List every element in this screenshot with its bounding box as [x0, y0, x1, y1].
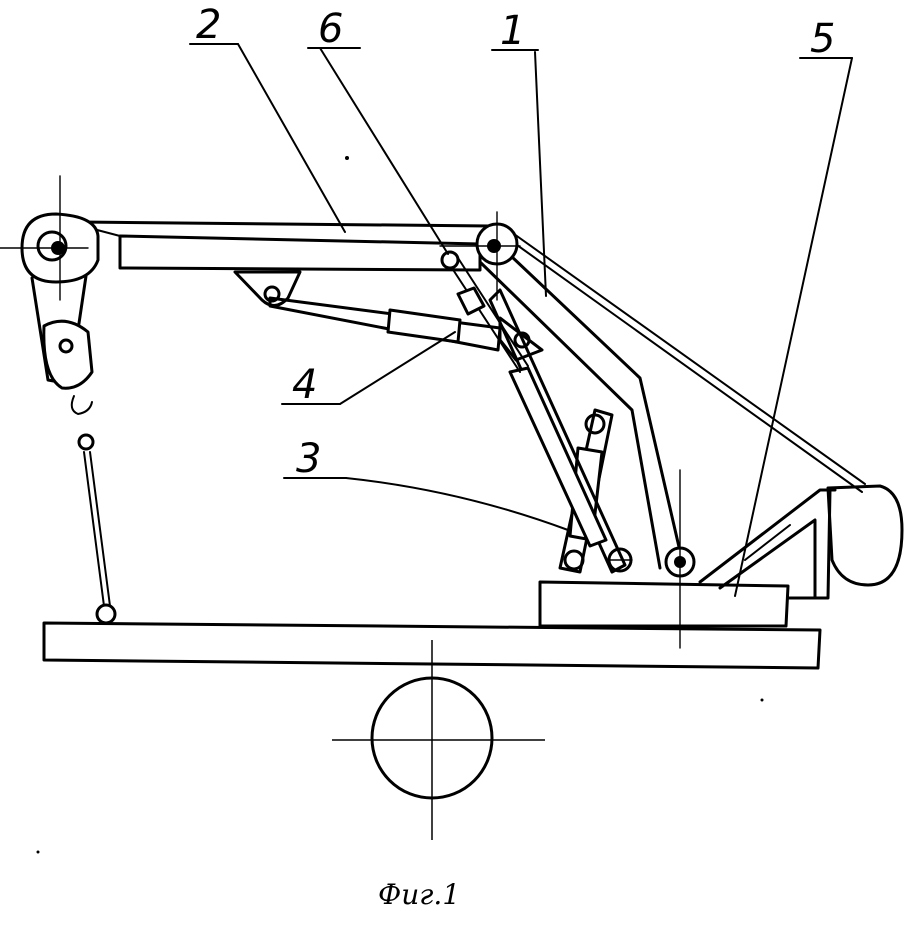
part-label-5: 5	[810, 16, 835, 62]
part-label-3: 3	[296, 436, 321, 482]
boom	[78, 220, 492, 272]
base-pivots	[607, 469, 696, 649]
top-pivot-pulley	[439, 211, 521, 301]
boom-bracket-right	[498, 316, 544, 362]
base-block	[538, 580, 790, 628]
platform	[42, 621, 822, 670]
boom-bracket-left	[233, 270, 302, 307]
part-label-1: 1	[500, 8, 525, 54]
counterweight-drum	[826, 484, 904, 587]
strut-cylinder	[488, 288, 627, 574]
boom-tip-pulley	[0, 175, 100, 301]
wheel	[332, 640, 545, 840]
specks	[36, 156, 764, 854]
figure-caption: Фиг.1	[378, 878, 460, 911]
part-label-2: 2	[196, 2, 221, 48]
part-label-6: 6	[318, 6, 343, 52]
boom-cylinder-4	[268, 296, 502, 352]
link-rod-6	[440, 250, 529, 373]
part-label-4: 4	[292, 362, 317, 408]
counterweight-frame	[698, 488, 837, 600]
guy-ropes	[499, 223, 866, 493]
hook-block	[30, 274, 117, 625]
leader-lines	[189, 43, 853, 597]
